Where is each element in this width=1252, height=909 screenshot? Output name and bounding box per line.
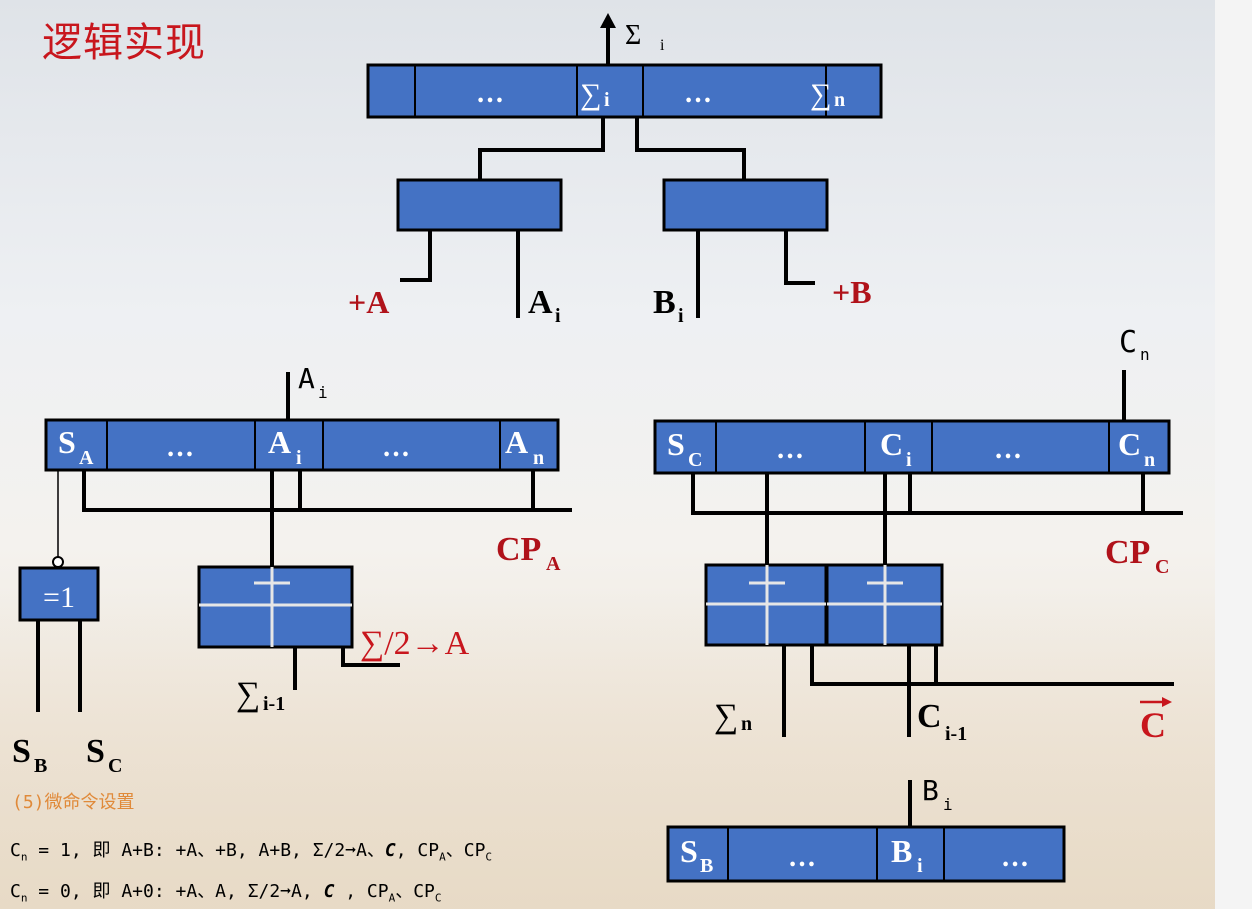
a-i-label: A [528, 284, 553, 321]
a-reg-sa: S [58, 424, 76, 460]
b-i-label: B [653, 284, 676, 321]
xor-label: =1 [43, 581, 75, 614]
sum-shift-label: ∑/2→A [360, 625, 470, 662]
reg-c-top-sub: n [1140, 345, 1150, 364]
sum-reg-dots-1: … [476, 78, 504, 109]
cp-c-sub: C [1155, 556, 1169, 578]
micro-line-2: Cn = 0, 即 A+0: +A、A, Σ/2➞A, C , CPA、CPC [10, 881, 442, 905]
cp-c-line [691, 473, 1183, 515]
c-prev-label: C [917, 698, 942, 735]
top-output-arrow [600, 13, 616, 64]
sum-reg-sigma-n: ∑ [810, 78, 831, 111]
b-reg-sb-sub: B [700, 855, 713, 877]
sc-label: S [86, 733, 105, 770]
b-reg-bi: B [891, 833, 912, 869]
c-reg-ci: C [880, 426, 903, 462]
cp-a-sub: A [546, 553, 561, 575]
a-reg-dots-1: … [166, 432, 194, 463]
cp-c-label: CP [1105, 534, 1150, 571]
wire-sum-right [635, 117, 746, 180]
reg-b-top-label: B [922, 774, 939, 807]
wire-plus-b [784, 230, 815, 285]
a-i-sub: i [555, 305, 561, 327]
reg-c-top-label: C [1119, 325, 1137, 360]
top-output-sub: i [660, 37, 665, 54]
c-prev-sub: i-1 [945, 723, 967, 745]
a-reg-an-sub: n [533, 447, 544, 469]
b-reg-dots-1: … [788, 842, 816, 873]
a-register [44, 418, 560, 472]
a-reg-sa-sub: A [79, 447, 94, 469]
b-reg-bi-sub: i [917, 855, 923, 877]
right-margin-strip [1215, 0, 1252, 909]
plus-a-label: +A [348, 284, 389, 320]
cp-a-label: CP [496, 531, 541, 568]
c-reg-dots-1: … [776, 434, 804, 465]
sum-reg-dots-2: … [684, 78, 712, 109]
wire-plus-a [400, 230, 432, 282]
c-reg-sc-sub: C [688, 449, 702, 471]
top-output-label: Σ [625, 20, 641, 51]
wire-sum-left [478, 117, 605, 180]
sum-reg-sigma-i: ∑ [580, 78, 601, 111]
reg-b-top-sub: i [943, 795, 953, 814]
wire-shift [341, 647, 400, 667]
sum-reg-sigma-n-sub: n [834, 89, 845, 111]
b-register [666, 825, 1066, 883]
c-bar-label: C [1140, 705, 1166, 745]
plus-b-label: +B [832, 274, 872, 310]
sum-n-sub: n [741, 713, 752, 735]
a-reg-an: A [505, 424, 528, 460]
b-reg-dots-2: … [1001, 842, 1029, 873]
sum-prev-sub: i-1 [263, 693, 285, 715]
sb-sub: B [34, 755, 47, 777]
sum-reg-sigma-i-sub: i [604, 89, 610, 111]
reg-a-top-label: A [298, 362, 315, 395]
adder-a [197, 565, 354, 649]
c-register [653, 419, 1171, 475]
c-reg-sc: S [667, 426, 685, 462]
inverter-bubble [52, 556, 64, 568]
c-reg-dots-2: … [994, 434, 1022, 465]
b-reg-sb: S [680, 833, 698, 869]
wire-c-out [810, 645, 1174, 686]
a-reg-dots-2: … [382, 432, 410, 463]
b-i-sub: i [678, 305, 684, 327]
micro-heading: (5)微命令设置 [12, 792, 135, 813]
sum-prev-label: ∑ [236, 676, 260, 713]
xor-gate [18, 566, 100, 622]
sb-label: S [12, 733, 31, 770]
a-reg-ai: A [268, 424, 291, 460]
c-reg-cn-sub: n [1144, 449, 1155, 471]
reg-a-top-sub: i [318, 383, 328, 402]
a-reg-ai-sub: i [296, 447, 302, 469]
micro-line-1: Cn = 1, 即 A+B: +A、+B, A+B, Σ/2➞A、C, CPA、… [10, 840, 493, 864]
gate-b [662, 178, 829, 232]
gate-a [396, 178, 563, 232]
sum-register [366, 63, 883, 119]
slide-title: 逻辑实现 [42, 20, 206, 66]
sc-sub: C [108, 755, 122, 777]
cp-a-line [82, 470, 572, 512]
c-bar-arrow [1140, 697, 1172, 707]
c-reg-ci-sub: i [906, 449, 912, 471]
c-reg-cn: C [1118, 426, 1141, 462]
sum-n-label: ∑ [714, 698, 738, 735]
